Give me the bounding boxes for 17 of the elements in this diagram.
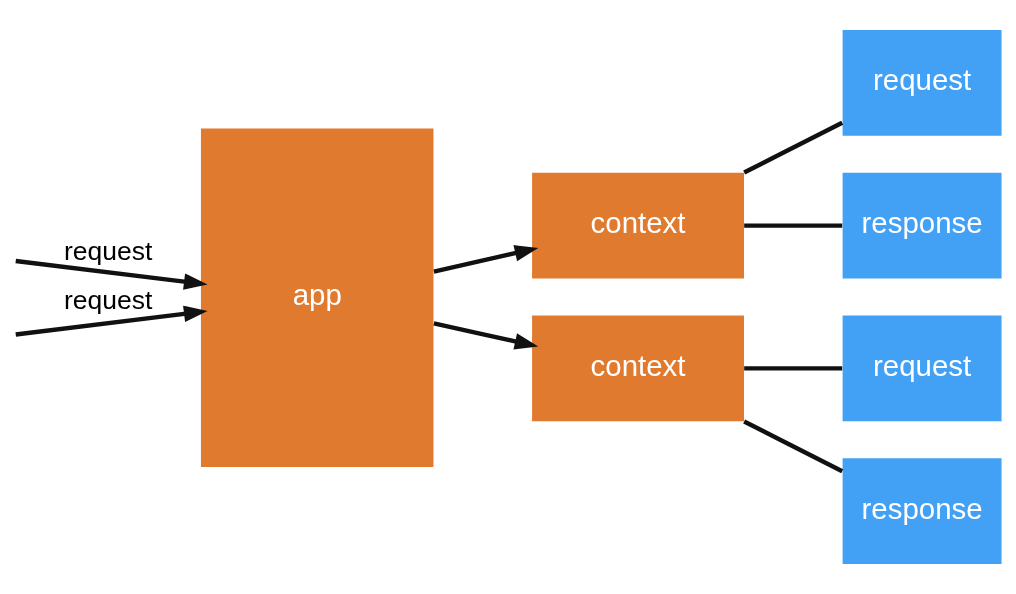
arrow — [15, 305, 208, 337]
node-box: response — [842, 172, 1002, 279]
connector — [743, 419, 844, 474]
node-box: request — [842, 315, 1002, 422]
node-box: context — [532, 172, 744, 279]
edge-label: request — [64, 236, 153, 267]
connector — [744, 223, 843, 228]
edge-label: request — [64, 284, 153, 315]
connector — [744, 366, 843, 371]
node-box: context — [532, 315, 744, 422]
node-box: response — [842, 458, 1002, 565]
node-box: app — [200, 128, 434, 467]
node-box: request — [842, 29, 1002, 136]
arrow — [433, 245, 539, 274]
arrow — [15, 258, 208, 290]
connector — [743, 120, 844, 175]
arrow — [433, 321, 539, 350]
